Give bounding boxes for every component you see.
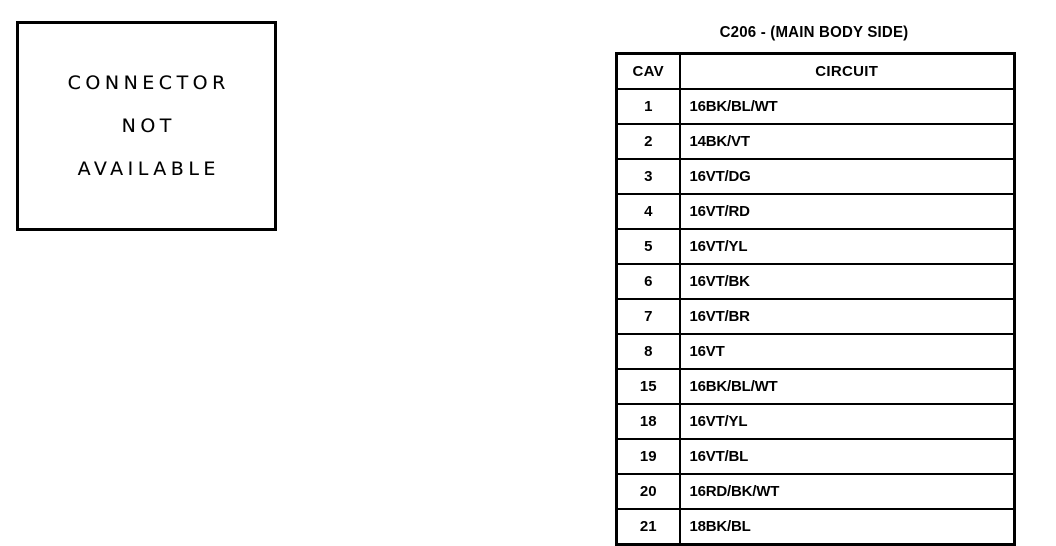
- cell-circuit: 16VT/BR: [678, 298, 1016, 335]
- cell-circuit: 16RD/BK/WT: [678, 473, 1016, 510]
- cell-cav: 4: [615, 193, 681, 230]
- cell-cav: 20: [615, 473, 681, 510]
- cell-circuit: 16VT/BL: [678, 438, 1016, 475]
- cell-circuit: 16BK/BL/WT: [678, 88, 1016, 125]
- connector-na-line-1: CONNECTOR: [67, 71, 230, 94]
- connector-na-line-2: NOT: [121, 114, 176, 137]
- cell-circuit: 16VT/BK: [678, 263, 1016, 300]
- connector-not-available-panel: CONNECTOR NOT AVAILABLE: [16, 21, 277, 231]
- cell-circuit: 14BK/VT: [678, 123, 1016, 160]
- cell-circuit: 16BK/BL/WT: [678, 368, 1016, 405]
- cell-circuit: 16VT/YL: [678, 228, 1016, 265]
- cell-cav: 8: [615, 333, 681, 370]
- column-header-circuit: CIRCUIT: [678, 52, 1016, 90]
- cell-cav: 19: [615, 438, 681, 475]
- cell-cav: 5: [615, 228, 681, 265]
- pinout-table-head: CAV CIRCUIT: [615, 52, 1016, 90]
- cell-cav: 6: [615, 263, 681, 300]
- cell-circuit: 16VT/DG: [678, 158, 1016, 195]
- cell-circuit: 16VT: [678, 333, 1016, 370]
- column-header-cav: CAV: [615, 52, 681, 90]
- cell-cav: 2: [615, 123, 681, 160]
- connector-na-line-3: AVAILABLE: [77, 157, 220, 180]
- cell-cav: 21: [615, 508, 681, 546]
- cell-cav: 18: [615, 403, 681, 440]
- cell-cav: 7: [615, 298, 681, 335]
- cell-circuit: 16VT/RD: [678, 193, 1016, 230]
- cell-cav: 3: [615, 158, 681, 195]
- cell-circuit: 18BK/BL: [678, 508, 1016, 546]
- table-header-row: CAV CIRCUIT: [615, 52, 1016, 90]
- cell-cav: 15: [615, 368, 681, 405]
- cell-cav: 1: [615, 88, 681, 125]
- cell-circuit: 16VT/YL: [678, 403, 1016, 440]
- pinout-title: C206 - (MAIN BODY SIDE): [719, 24, 909, 41]
